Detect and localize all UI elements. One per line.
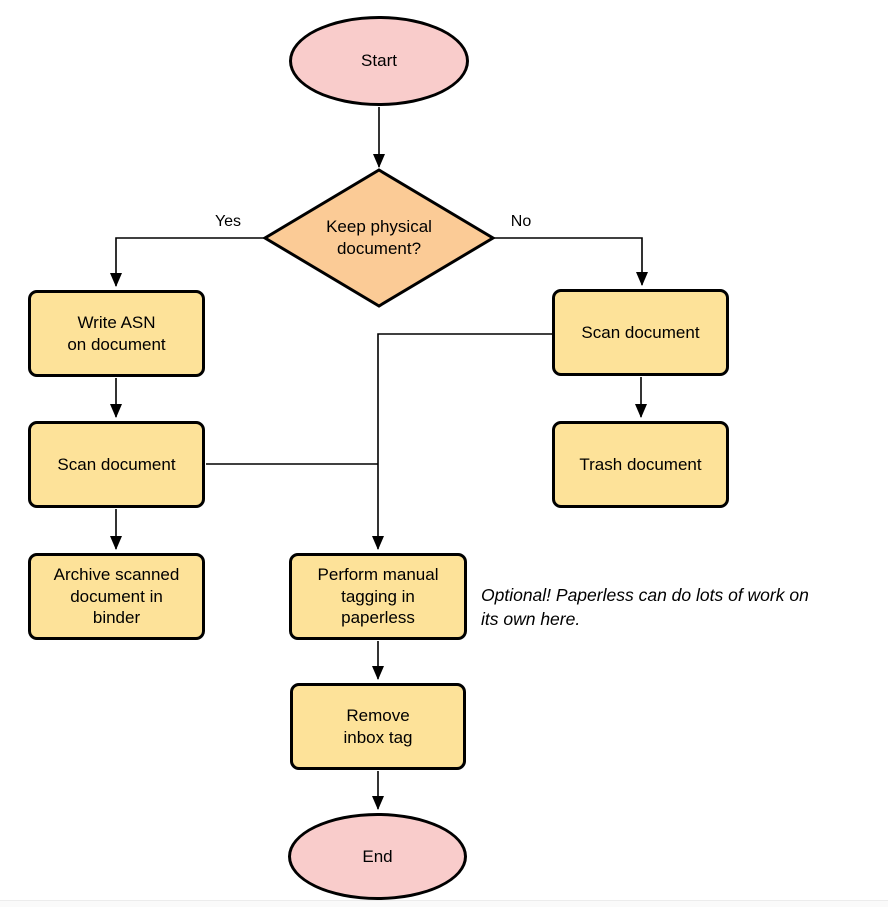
node-manual-tagging: Perform manual tagging in paperless: [289, 553, 467, 640]
node-trash-document-label: Trash document: [579, 454, 702, 474]
node-end-label: End: [362, 846, 393, 866]
node-archive-binder-label: Archive scanned document in binder: [53, 564, 180, 628]
edge-decision-yes-to-write-asn: [110, 237, 265, 287]
node-write-asn: Write ASN on document: [28, 290, 205, 377]
node-end: End: [288, 813, 467, 900]
page-bottom-edge: [0, 900, 888, 907]
node-scan-document-right: Scan document: [552, 289, 729, 376]
node-decision-label: Keep physical document?: [326, 217, 432, 258]
node-scan-document-right-label: Scan document: [581, 322, 700, 342]
node-remove-inbox-tag: Remove inbox tag: [290, 683, 466, 770]
node-archive-binder: Archive scanned document in binder: [28, 553, 205, 640]
annotation-optional-note: Optional! Paperless can do lots of work …: [481, 585, 809, 629]
edge-label-no: No: [510, 212, 532, 230]
edge-scan-right-to-tagging: [372, 333, 553, 550]
node-scan-document-left-label: Scan document: [57, 454, 176, 474]
node-trash-document: Trash document: [552, 421, 729, 508]
node-remove-inbox-tag-label: Remove inbox tag: [343, 705, 413, 747]
node-manual-tagging-label: Perform manual tagging in paperless: [317, 564, 439, 628]
node-write-asn-label: Write ASN on document: [67, 312, 166, 354]
edge-decision-no-to-scan-right: [493, 237, 648, 286]
node-start: Start: [289, 16, 469, 106]
node-start-label: Start: [361, 51, 397, 71]
edge-label-yes: Yes: [214, 212, 242, 230]
node-scan-document-left: Scan document: [28, 421, 205, 508]
decision-diamond-shape: [262, 168, 496, 308]
